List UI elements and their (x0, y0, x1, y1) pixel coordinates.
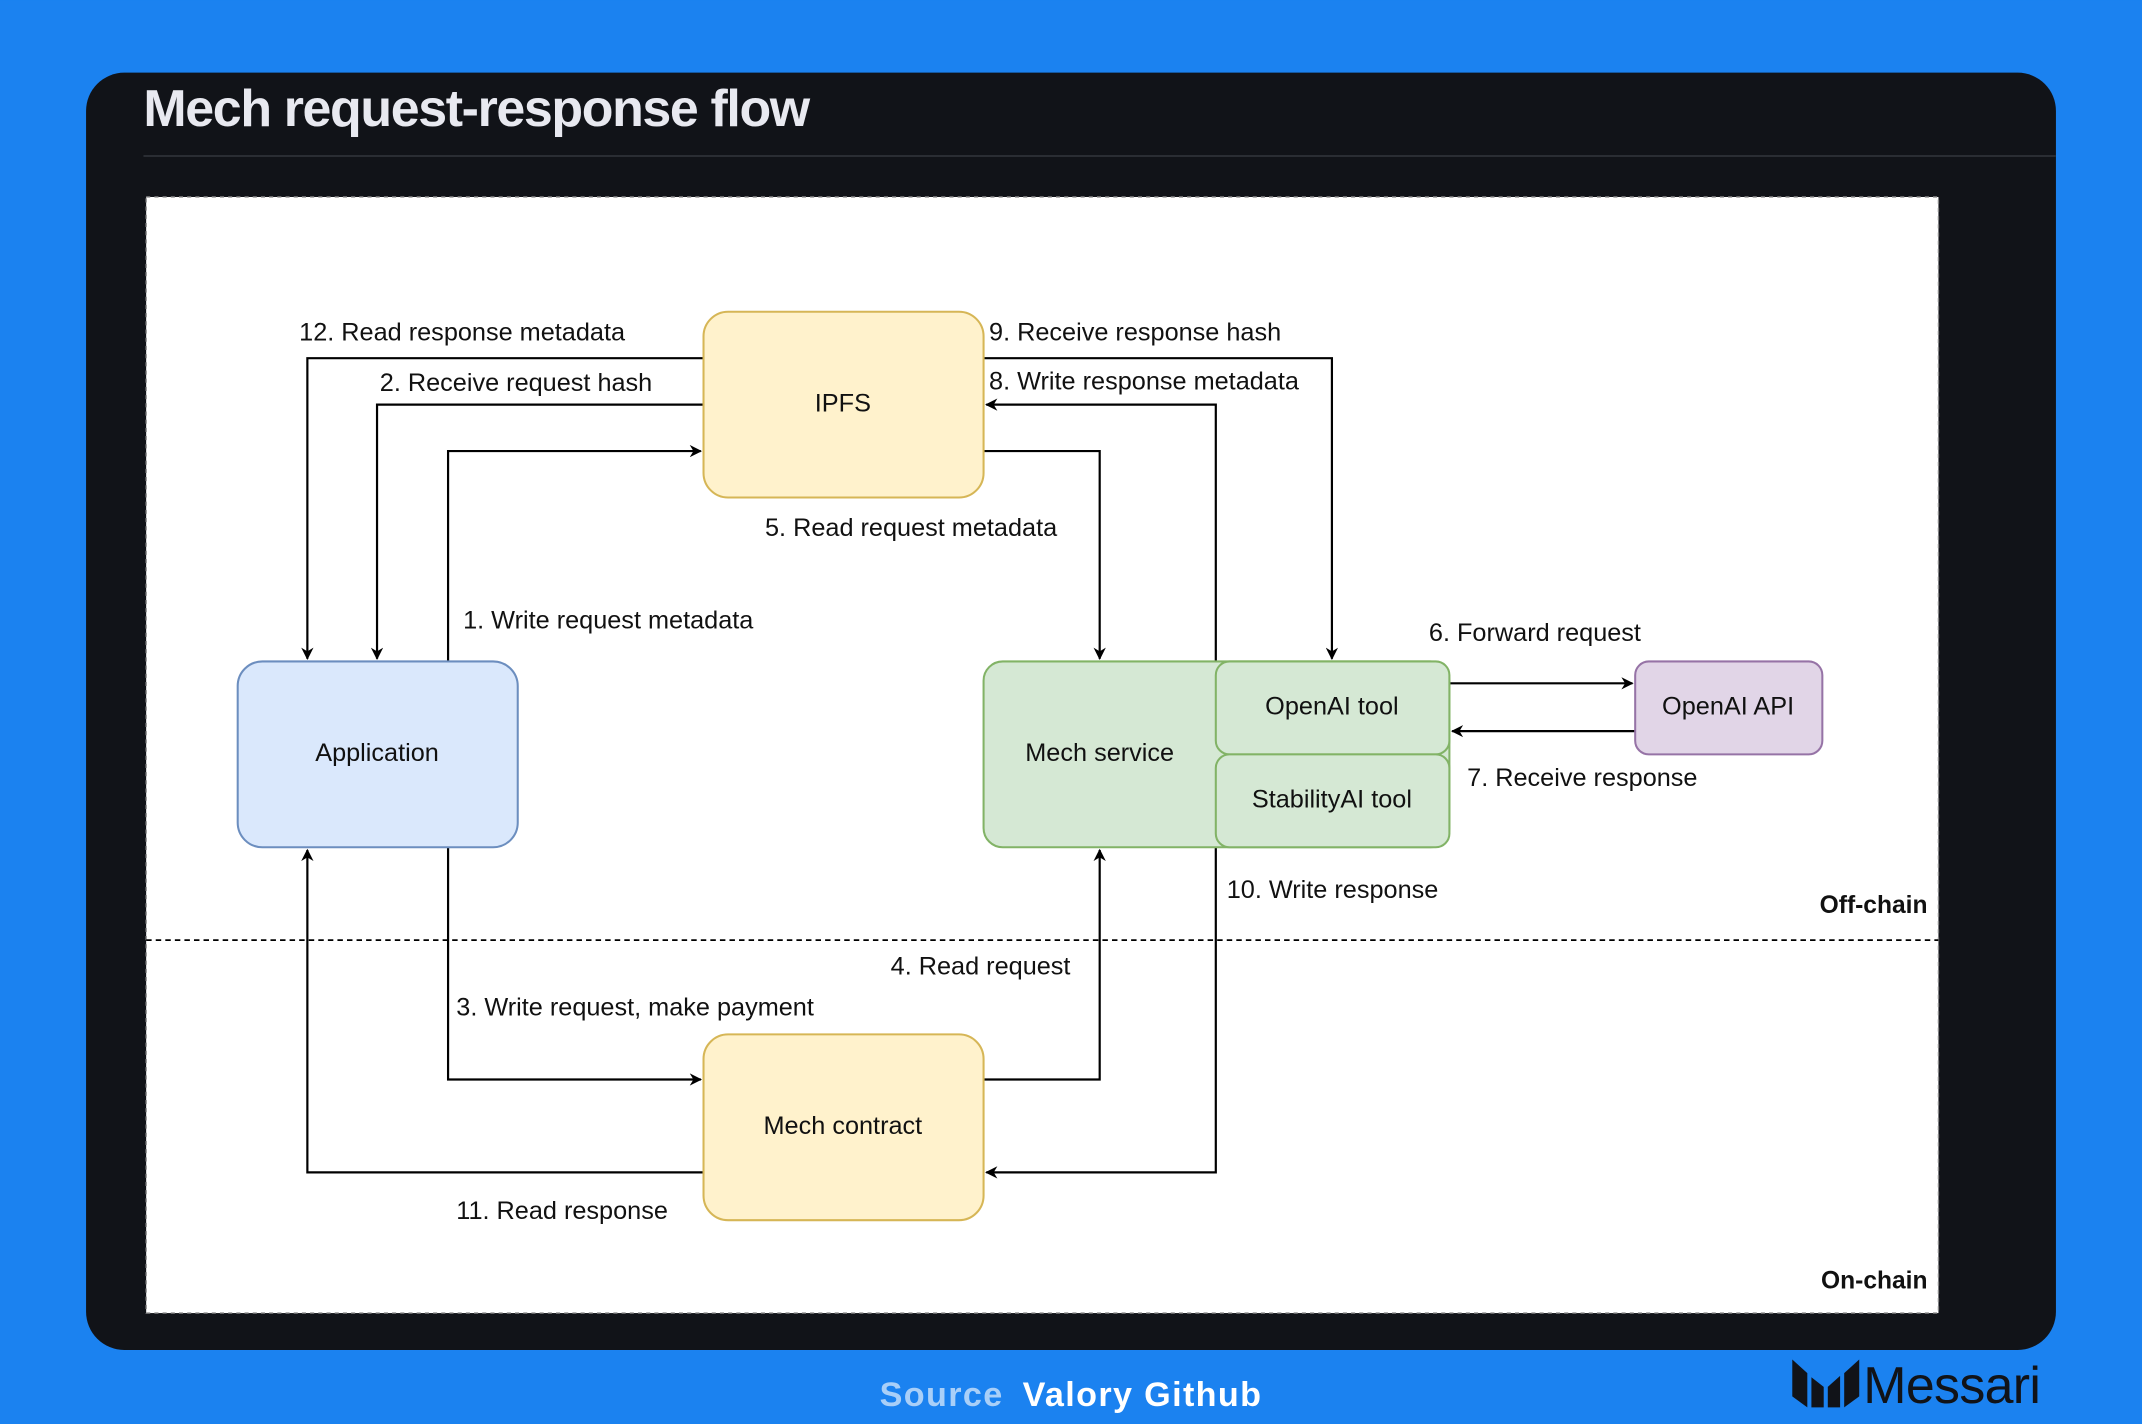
off-chain-label: Off-chain (1820, 892, 1928, 919)
edge-9-label: 9. Receive response hash (989, 318, 1281, 346)
source-label: Source (880, 1376, 1004, 1414)
page-title: Mech request-response flow (143, 80, 810, 138)
edge-10-label: 10. Write response (1227, 876, 1439, 904)
messari-mark-icon (1792, 1359, 1860, 1408)
edge-3 (446, 847, 703, 1086)
edge-1-label: 1. Write request metadata (463, 607, 754, 635)
source-credit: Source Valory Github (880, 1376, 1263, 1414)
edge-6-label: 6. Forward request (1429, 619, 1641, 647)
on-chain-label: On-chain (1821, 1267, 1928, 1294)
edge-7-label: 7. Receive response (1467, 764, 1697, 792)
node-application-label: Application (315, 739, 439, 767)
messari-logo: Messari (1792, 1357, 2041, 1415)
edge-1 (446, 444, 703, 662)
edge-4-label: 4. Read request (891, 952, 1071, 980)
edge-8-label: 8. Write response metadata (989, 368, 1300, 396)
edge-8 (985, 398, 1217, 662)
node-openai-api-label: OpenAI API (1662, 693, 1794, 721)
edge-2 (370, 403, 704, 660)
node-ipfs (702, 310, 985, 499)
messari-wordmark: Messari (1863, 1357, 2040, 1415)
node-stabilityai-tool-label: StabilityAI tool (1252, 785, 1412, 813)
diagram: IPFS Application Mech service OpenAI too… (145, 196, 1940, 1314)
node-mech-contract-label: Mech contract (764, 1112, 923, 1140)
edge-11 (301, 848, 704, 1174)
node-mech-contract (702, 1033, 985, 1222)
node-ipfs-label: IPFS (815, 389, 871, 417)
edge-2-label: 2. Receive request hash (380, 369, 652, 397)
edge-9 (983, 357, 1339, 660)
node-mech-service-label: Mech service (1025, 739, 1174, 767)
edge-10 (985, 847, 1217, 1179)
node-openai-api (1634, 660, 1824, 756)
source-value: Valory Github (1023, 1376, 1263, 1414)
edge-12-label: 12. Read response metadata (299, 318, 626, 346)
edge-11-label: 11. Read response (456, 1197, 668, 1225)
node-application (236, 660, 519, 849)
edge-5 (983, 449, 1106, 660)
edge-12 (301, 357, 704, 660)
edge-4 (983, 848, 1106, 1081)
node-openai-tool-label: OpenAI tool (1265, 693, 1398, 721)
node-stabilityai-tool (1214, 753, 1451, 849)
edge-5-label: 5. Read request metadata (765, 514, 1058, 542)
edge-3-label: 3. Write request, make payment (456, 993, 814, 1021)
